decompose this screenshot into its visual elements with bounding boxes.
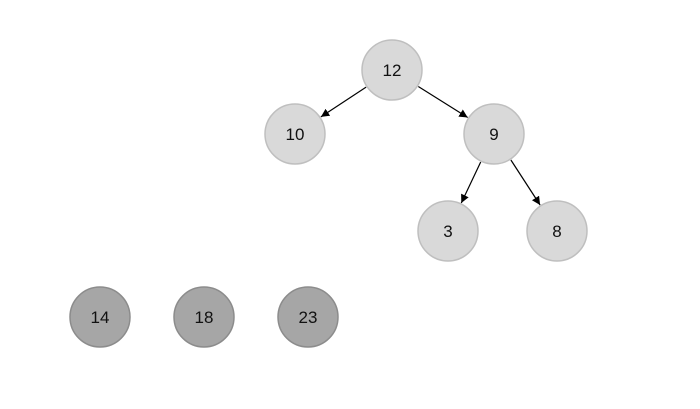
node-label: 3 [443, 222, 452, 241]
edges-layer [320, 85, 541, 206]
tree-node-9: 9 [463, 103, 525, 165]
node-circle [361, 39, 423, 101]
node-circle [264, 103, 326, 165]
node-label: 18 [195, 308, 214, 327]
node-circle [173, 286, 235, 348]
node-label: 12 [383, 61, 402, 80]
loose-node-23: 23 [277, 286, 339, 348]
tree-node-10: 10 [264, 103, 326, 165]
node-label: 23 [299, 308, 318, 327]
edge-9-to-8 [510, 159, 541, 206]
tree-node-3: 3 [417, 200, 479, 262]
node-circle [417, 200, 479, 262]
nodes-layer: 12 10 9 3 8 14 18 23 [69, 39, 588, 348]
node-label: 8 [552, 222, 561, 241]
node-circle [526, 200, 588, 262]
node-label: 14 [91, 308, 110, 327]
node-label: 9 [489, 125, 498, 144]
edge-9-to-3 [460, 161, 482, 204]
edge-12-to-10 [320, 86, 367, 118]
loose-node-14: 14 [69, 286, 131, 348]
node-circle [69, 286, 131, 348]
tree-node-12: 12 [361, 39, 423, 101]
loose-node-18: 18 [173, 286, 235, 348]
tree-node-8: 8 [526, 200, 588, 262]
node-label: 10 [286, 125, 305, 144]
node-circle [463, 103, 525, 165]
node-circle [277, 286, 339, 348]
edge-12-to-9 [417, 85, 469, 119]
